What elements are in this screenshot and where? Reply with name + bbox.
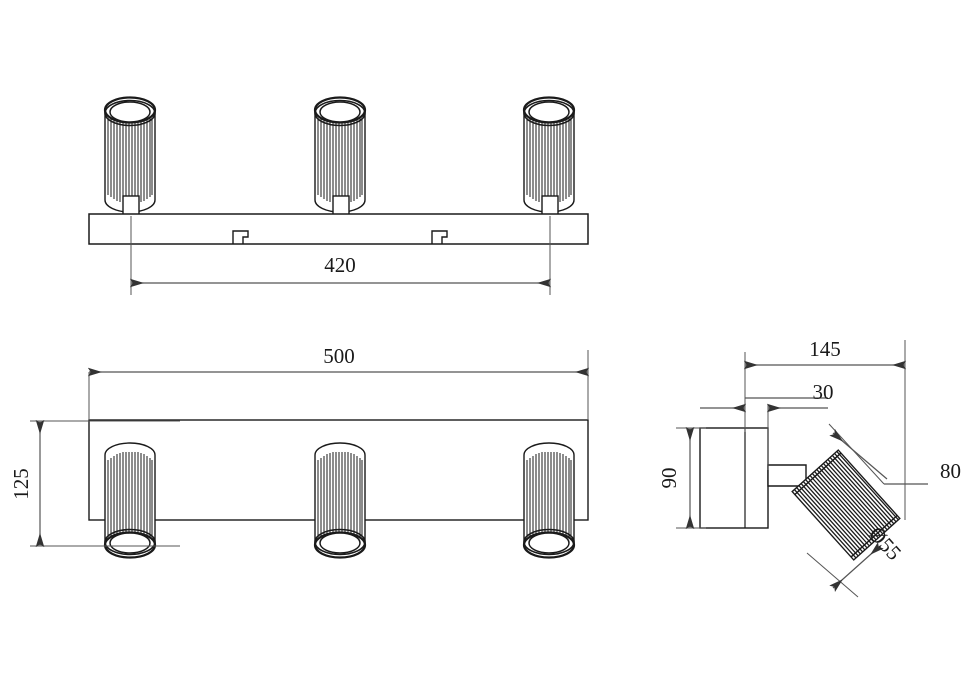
side-elevation-view: 145 30 90 80 Ø: [657, 337, 961, 598]
base-plate-side: [699, 427, 769, 529]
spotlight-head-bottom-center: [313, 441, 367, 559]
mounting-notch-left: [232, 230, 249, 244]
dimension-label-500: 500: [323, 344, 355, 368]
dimension-125: 125: [9, 419, 180, 548]
connector-arm: [767, 464, 807, 487]
dimension-90: 90: [657, 426, 706, 530]
dimension-500: 500: [87, 344, 590, 420]
spotlight-head-front-right: [522, 96, 576, 217]
dimension-145: 145: [743, 337, 907, 520]
dimension-label-145: 145: [809, 337, 841, 361]
dimension-label-420: 420: [324, 253, 356, 277]
dimension-label-80: 80: [940, 459, 961, 483]
dimension-label-90: 90: [657, 468, 681, 489]
dimension-label-125: 125: [9, 468, 33, 500]
dimension-label-30: 30: [813, 380, 834, 404]
bottom-plan-view: 500 125: [9, 344, 590, 559]
spotlight-head-bottom-left: [103, 441, 157, 559]
front-elevation-view: 420: [88, 96, 589, 295]
dimension-30: 30: [700, 380, 834, 470]
spotlight-head-front-left: [103, 96, 157, 217]
mounting-notch-right: [431, 230, 448, 244]
dimension-80: 80: [828, 423, 961, 485]
spotlight-head-front-center: [313, 96, 367, 217]
dimension-420: 420: [129, 216, 552, 295]
spotlight-head-bottom-right: [522, 441, 576, 559]
base-bar-front: [88, 213, 589, 245]
